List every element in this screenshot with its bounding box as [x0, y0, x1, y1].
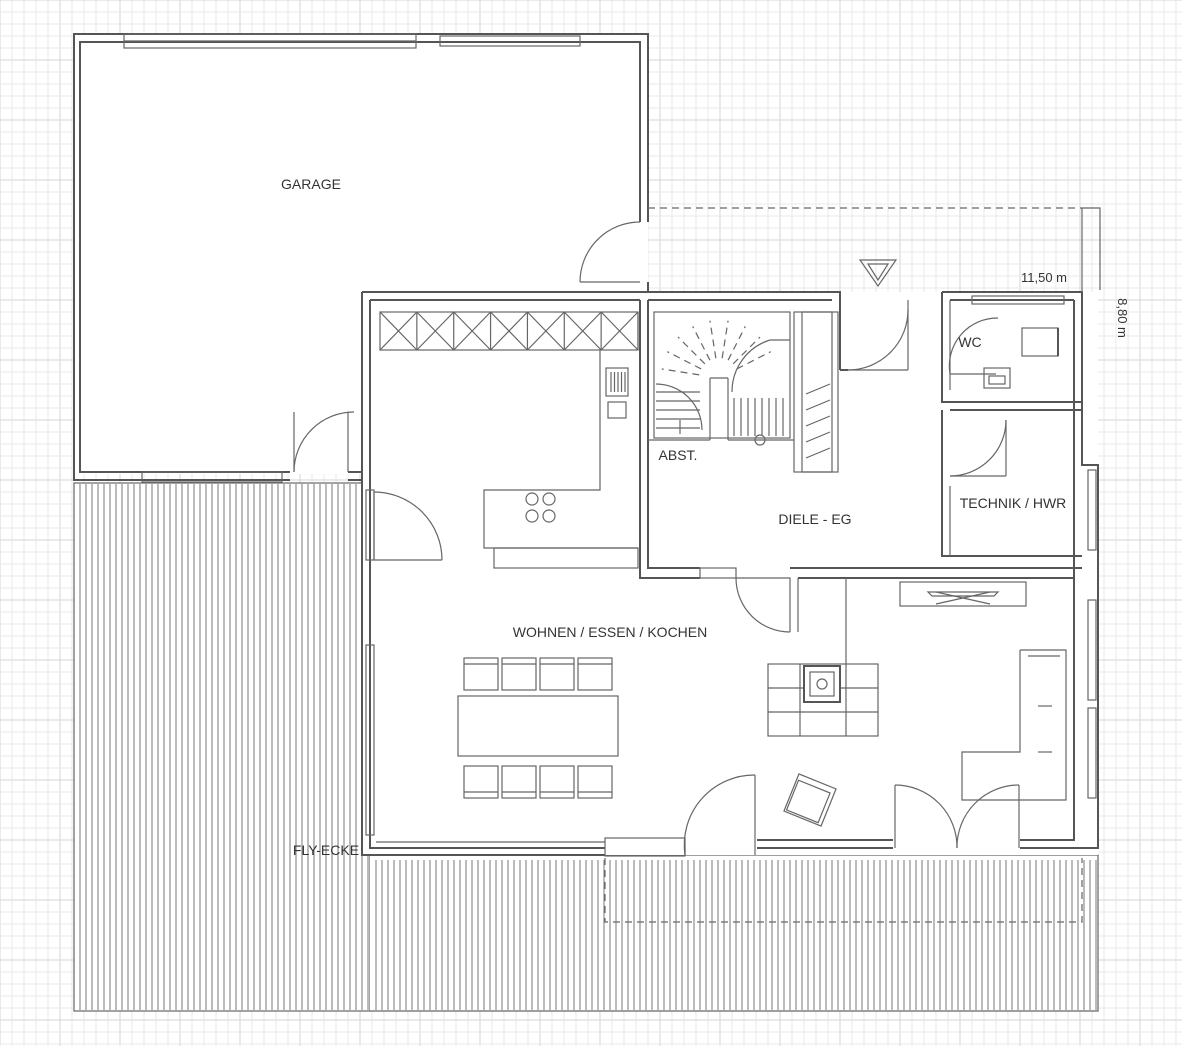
- hob-burner: [542, 492, 556, 506]
- wohnen-label: WOHNEN / ESSEN / KOCHEN: [513, 624, 707, 640]
- east-window-2: [1087, 599, 1097, 701]
- fly-ecke-label: FLY-ECKE: [293, 842, 359, 858]
- depth-dimension: 8,80 m: [1115, 298, 1130, 338]
- wc-sink: [983, 367, 1011, 389]
- sofa: [961, 649, 1067, 801]
- oven: [605, 367, 629, 397]
- dining-chair: [539, 657, 575, 691]
- staircase: [653, 311, 791, 446]
- inner-walls: [639, 292, 1082, 633]
- north-arrow-icon: [858, 259, 898, 288]
- fireplace: [767, 578, 879, 737]
- entrance-canopy: [604, 207, 1101, 923]
- dining-chair: [501, 765, 537, 799]
- dining-chair: [463, 765, 499, 799]
- dining-chair: [463, 657, 499, 691]
- dining-chair: [539, 765, 575, 799]
- terrace-west: [73, 482, 371, 1012]
- garage-label: GARAGE: [281, 176, 341, 192]
- dining-set: [457, 657, 619, 799]
- dining-chair: [501, 657, 537, 691]
- dining-chair: [577, 765, 613, 799]
- house-walls: [361, 282, 1099, 857]
- abst-label: ABST.: [659, 447, 698, 463]
- wc-window: [971, 295, 1065, 305]
- hob-burner: [542, 509, 556, 523]
- stair-post: [754, 434, 766, 446]
- terrace-doors: [683, 774, 1020, 856]
- west-window-2: [365, 644, 375, 836]
- garage-window-south: [141, 471, 283, 483]
- south-wall-segment: [604, 837, 686, 857]
- east-window-1: [1087, 469, 1097, 551]
- microwave: [607, 401, 627, 419]
- terrace-south: [370, 854, 1099, 1012]
- kitchen: [373, 311, 639, 569]
- east-window-3: [1087, 707, 1097, 799]
- tv-unit: [899, 581, 1027, 607]
- wc-label: WC: [958, 334, 981, 350]
- width-dimension: 11,50 m: [1021, 270, 1067, 285]
- garage-window: [439, 35, 581, 47]
- kitchen-island: [493, 547, 639, 569]
- dining-chair: [577, 657, 613, 691]
- hob-burner: [525, 509, 539, 523]
- diele-label: DIELE - EG: [778, 511, 851, 527]
- armchair: [783, 773, 837, 827]
- technik-label: TECHNIK / HWR: [960, 495, 1067, 511]
- hob-burner: [525, 492, 539, 506]
- dining-table: [457, 695, 619, 757]
